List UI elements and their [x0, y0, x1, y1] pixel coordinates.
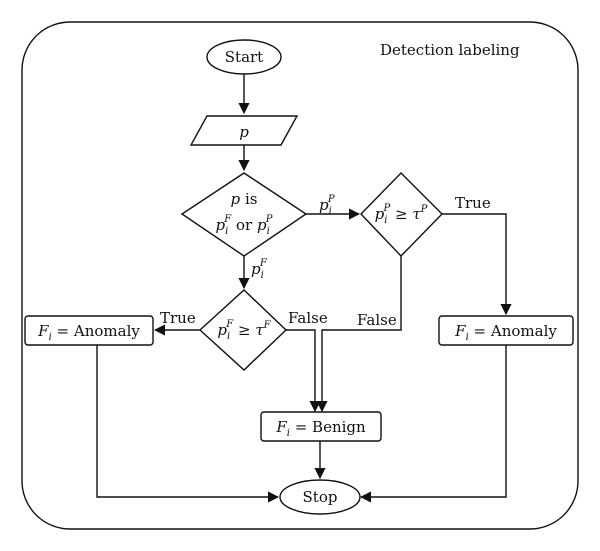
decision-source-line1: p is [231, 190, 258, 208]
input-node [189, 115, 299, 146]
input-label: p [239, 123, 249, 141]
edge-label-p-branch: piP [319, 194, 335, 217]
edge-label-p-true: True [455, 194, 491, 212]
anomaly-right-label: Fi = Anomaly [454, 322, 557, 344]
edge-anomaly-right-stop [359, 345, 507, 503]
edge-label-p-false: False [357, 311, 397, 329]
decision-source-line2: piF or piP [215, 208, 272, 237]
decision-f-label: piF ≥ τF [217, 313, 271, 342]
stop-node [279, 479, 361, 515]
decision-source-node [180, 172, 308, 257]
anomaly-left-label: Fi = Anomaly [37, 322, 140, 344]
edge-anomaly-left-stop [96, 345, 280, 503]
edge-label-f-false: False [288, 309, 328, 327]
edge-label-f-branch: piF [251, 258, 268, 281]
decision-p-label: piP ≥ τP [375, 197, 428, 226]
edge-f-false [286, 329, 321, 413]
start-label: Start [225, 48, 263, 66]
edge-p-true [442, 213, 512, 316]
outer-frame [21, 21, 579, 530]
diagram-title: Detection labeling [380, 41, 520, 59]
edge-label-f-true: True [160, 309, 196, 327]
anomaly-left-node [24, 315, 154, 346]
benign-node [260, 411, 382, 442]
stop-label: Stop [303, 488, 338, 506]
decision-f-node [198, 289, 288, 371]
benign-label: Fi = Benign [275, 418, 366, 440]
edge-p-false [316, 256, 402, 413]
